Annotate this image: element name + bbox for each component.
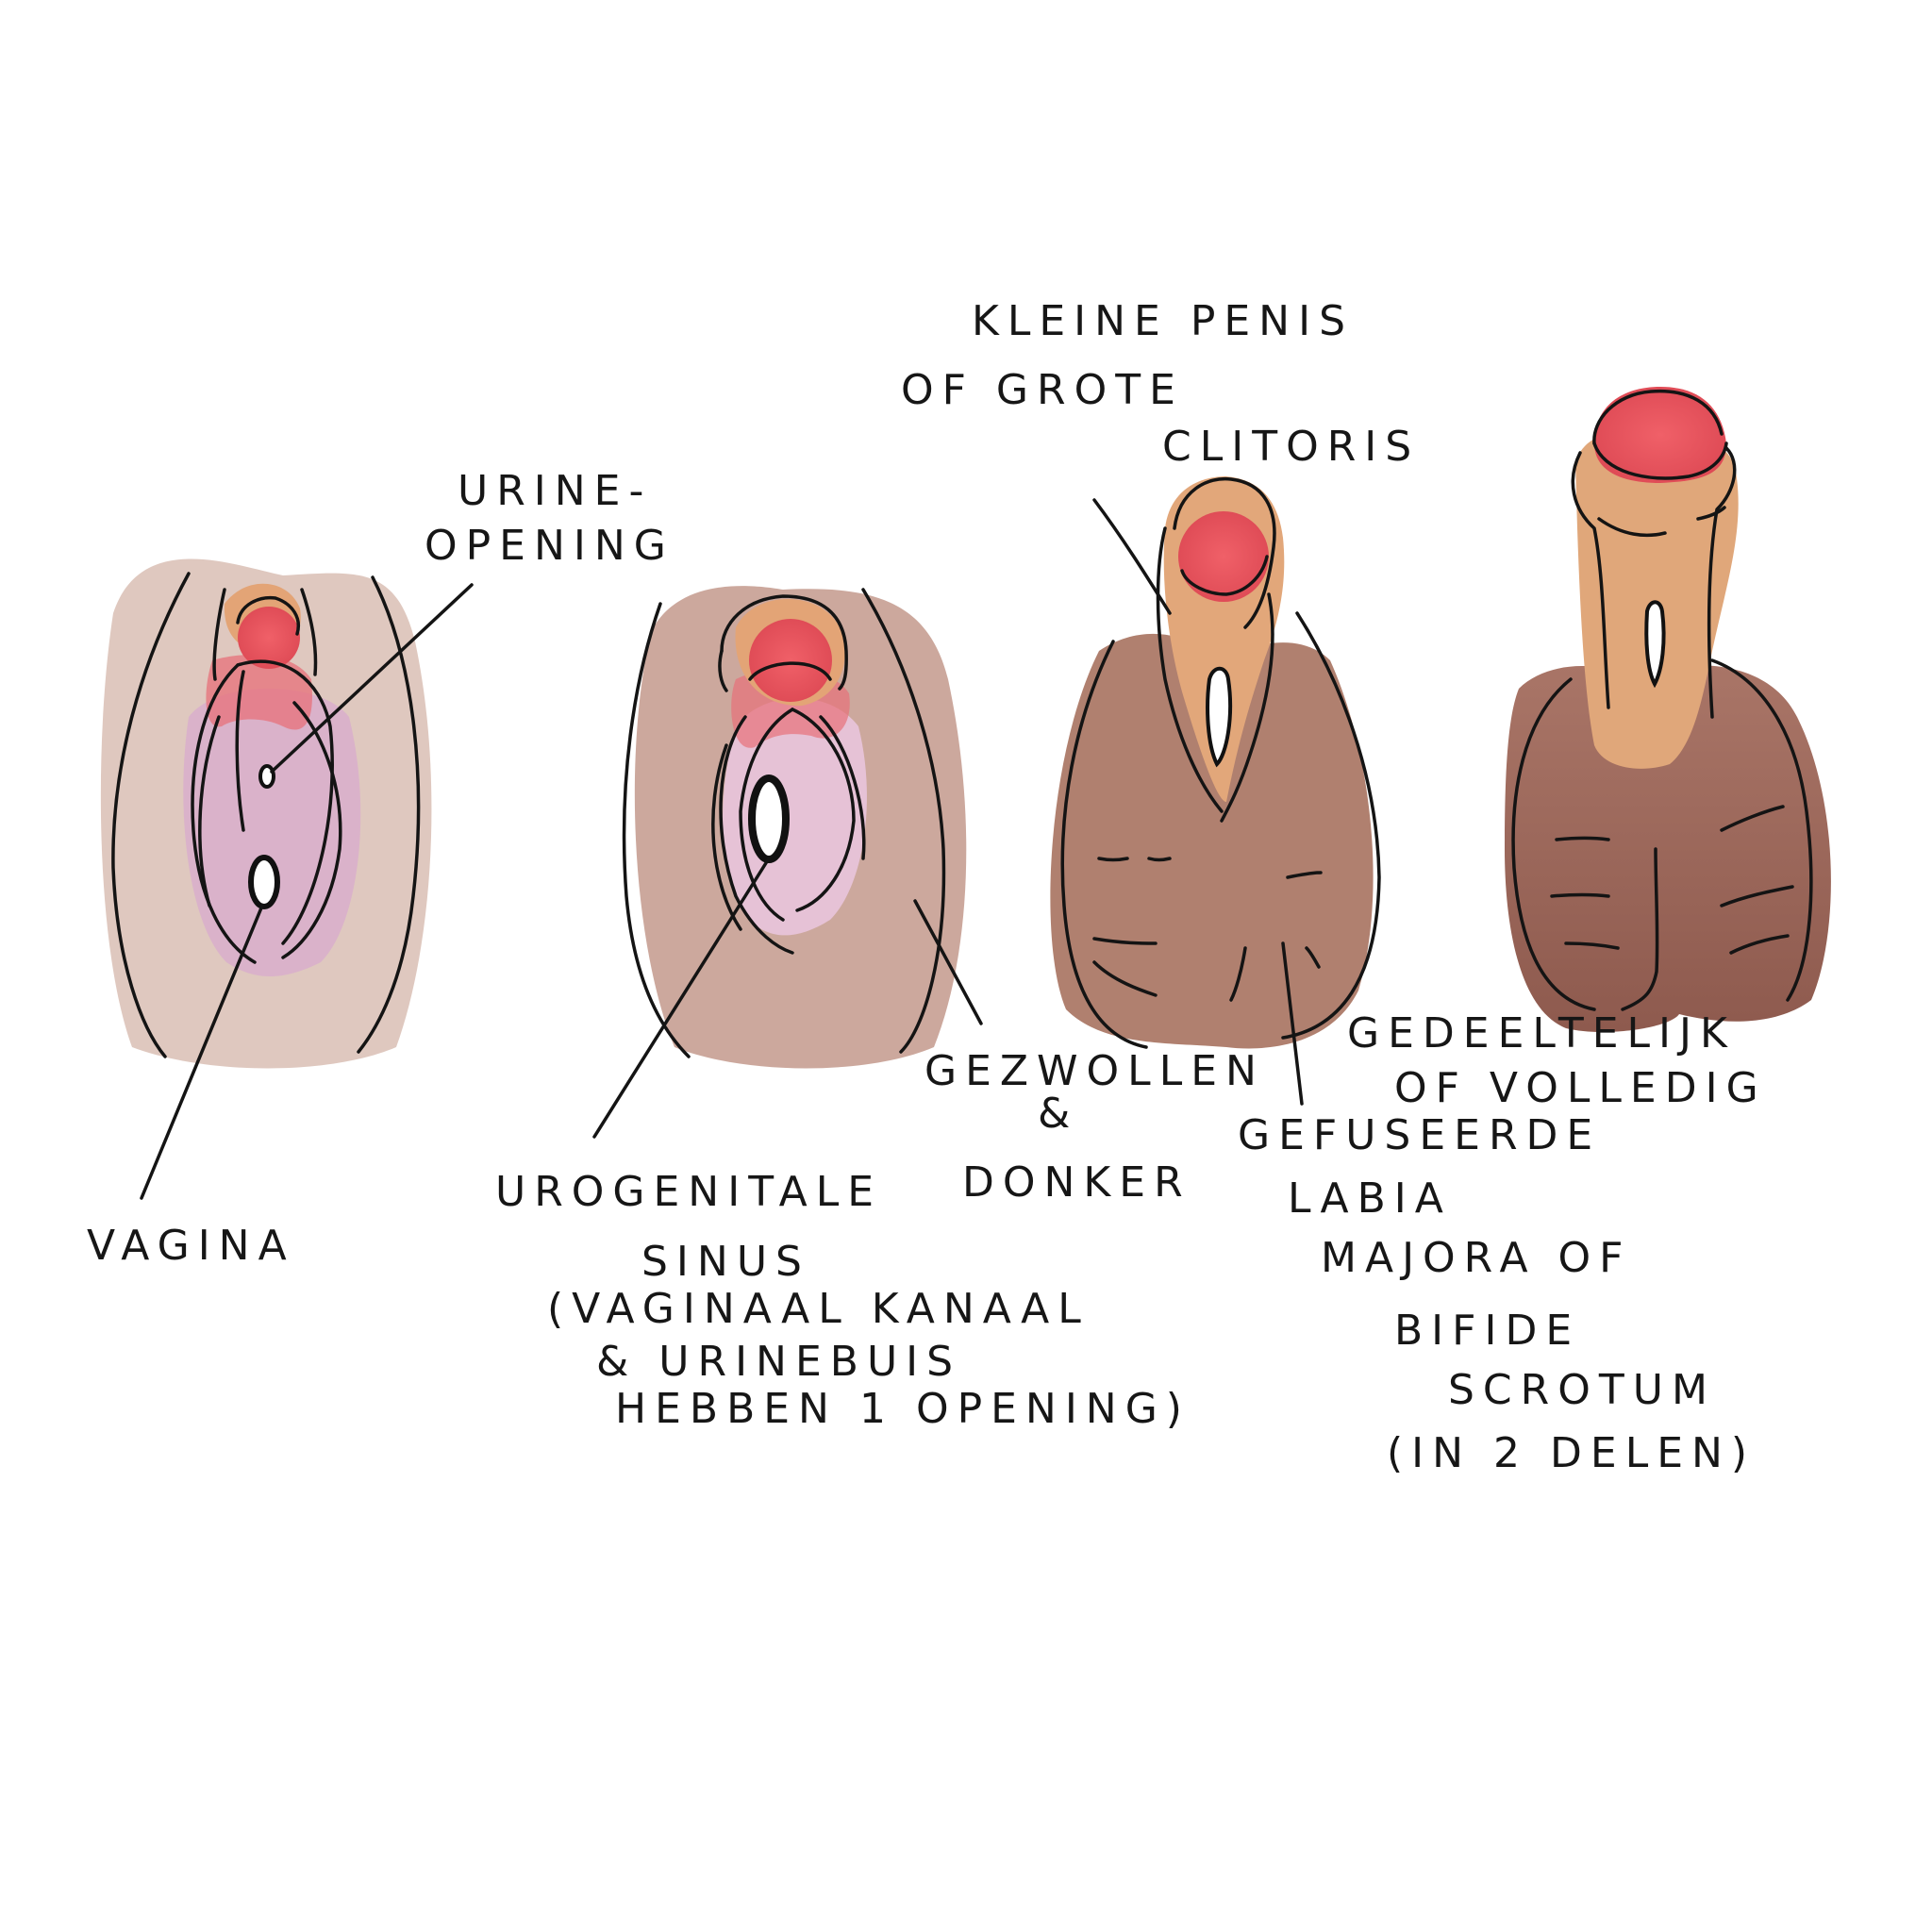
figure-1-inner-fold (183, 689, 361, 976)
figure-2-outlines (622, 588, 946, 1058)
label-partial-1: GEDEELTELIJK (1347, 1009, 1736, 1058)
leader-swollen (913, 899, 983, 1025)
figure-4-shaft (1575, 429, 1739, 769)
figure-4-glans (1594, 387, 1726, 483)
figure-1-urine-opening (258, 764, 275, 789)
label-fused-3: MAJORA OF (1321, 1234, 1632, 1282)
label-swollen-3: DONKER (962, 1158, 1191, 1207)
figure-3-glans (1178, 511, 1269, 602)
labels: URINE- OPENING VAGINA UROGENITALE SINUS … (87, 297, 1767, 1477)
figure-3-outlines (1060, 476, 1381, 1049)
leader-fused-labia (1281, 941, 1304, 1106)
label-swollen-2: & (1038, 1090, 1078, 1138)
figure-2-single-opening (748, 774, 790, 863)
leader-urogenital-sinus (592, 857, 771, 1139)
label-fused-2: LABIA (1288, 1174, 1452, 1223)
label-fused-5: SCROTUM (1448, 1366, 1716, 1414)
figure-4-outlines (1511, 389, 1813, 1011)
figure-3-ambiguous (1050, 476, 1381, 1049)
figure-4-opening (1644, 600, 1666, 689)
figure-4-scrotum (1505, 665, 1831, 1033)
label-fused-4: BIFIDE (1394, 1307, 1580, 1355)
label-swollen-1: GEZWOLLEN (924, 1047, 1265, 1095)
label-urine-opening-2: OPENING (425, 522, 675, 570)
label-penis-3: CLITORIS (1162, 423, 1420, 471)
figure-1-vaginal-opening (248, 855, 280, 909)
label-penis-1: KLEINE PENIS (972, 297, 1354, 345)
leader-urine-opening (270, 583, 474, 774)
label-urogenital-5: HEBBEN 1 OPENING) (615, 1385, 1191, 1433)
figure-3-opening (1206, 666, 1233, 768)
label-fused-6: (IN 2 DELEN) (1387, 1429, 1756, 1477)
leader-vagina (140, 904, 264, 1200)
label-partial-2: OF VOLLEDIG (1394, 1064, 1767, 1112)
label-urine-opening-1: URINE- (458, 467, 652, 515)
figure-1-vulva (100, 558, 432, 1069)
figure-1-clitoris-glans (238, 607, 300, 669)
figure-2-urogenital-sinus (622, 586, 967, 1069)
label-fused-1: GEFUSEERDE (1238, 1111, 1601, 1159)
figure-3-labio-scrotal-skin (1050, 633, 1374, 1049)
label-urogenital-2: SINUS (641, 1238, 810, 1286)
figure-2-clitoris-glans (749, 619, 832, 702)
leader-lines (140, 583, 1304, 1200)
figure-4-penis-scrotum (1505, 387, 1831, 1033)
label-vagina: VAGINA (87, 1222, 295, 1270)
label-urogenital-1: UROGENITALE (495, 1168, 882, 1216)
label-urogenital-4: & URINEBUIS (596, 1338, 961, 1386)
figure-1-red-blush (206, 655, 312, 730)
label-penis-2: OF GROTE (901, 366, 1184, 414)
label-urogenital-3: (VAGINAAL KANAAL (547, 1285, 1090, 1333)
